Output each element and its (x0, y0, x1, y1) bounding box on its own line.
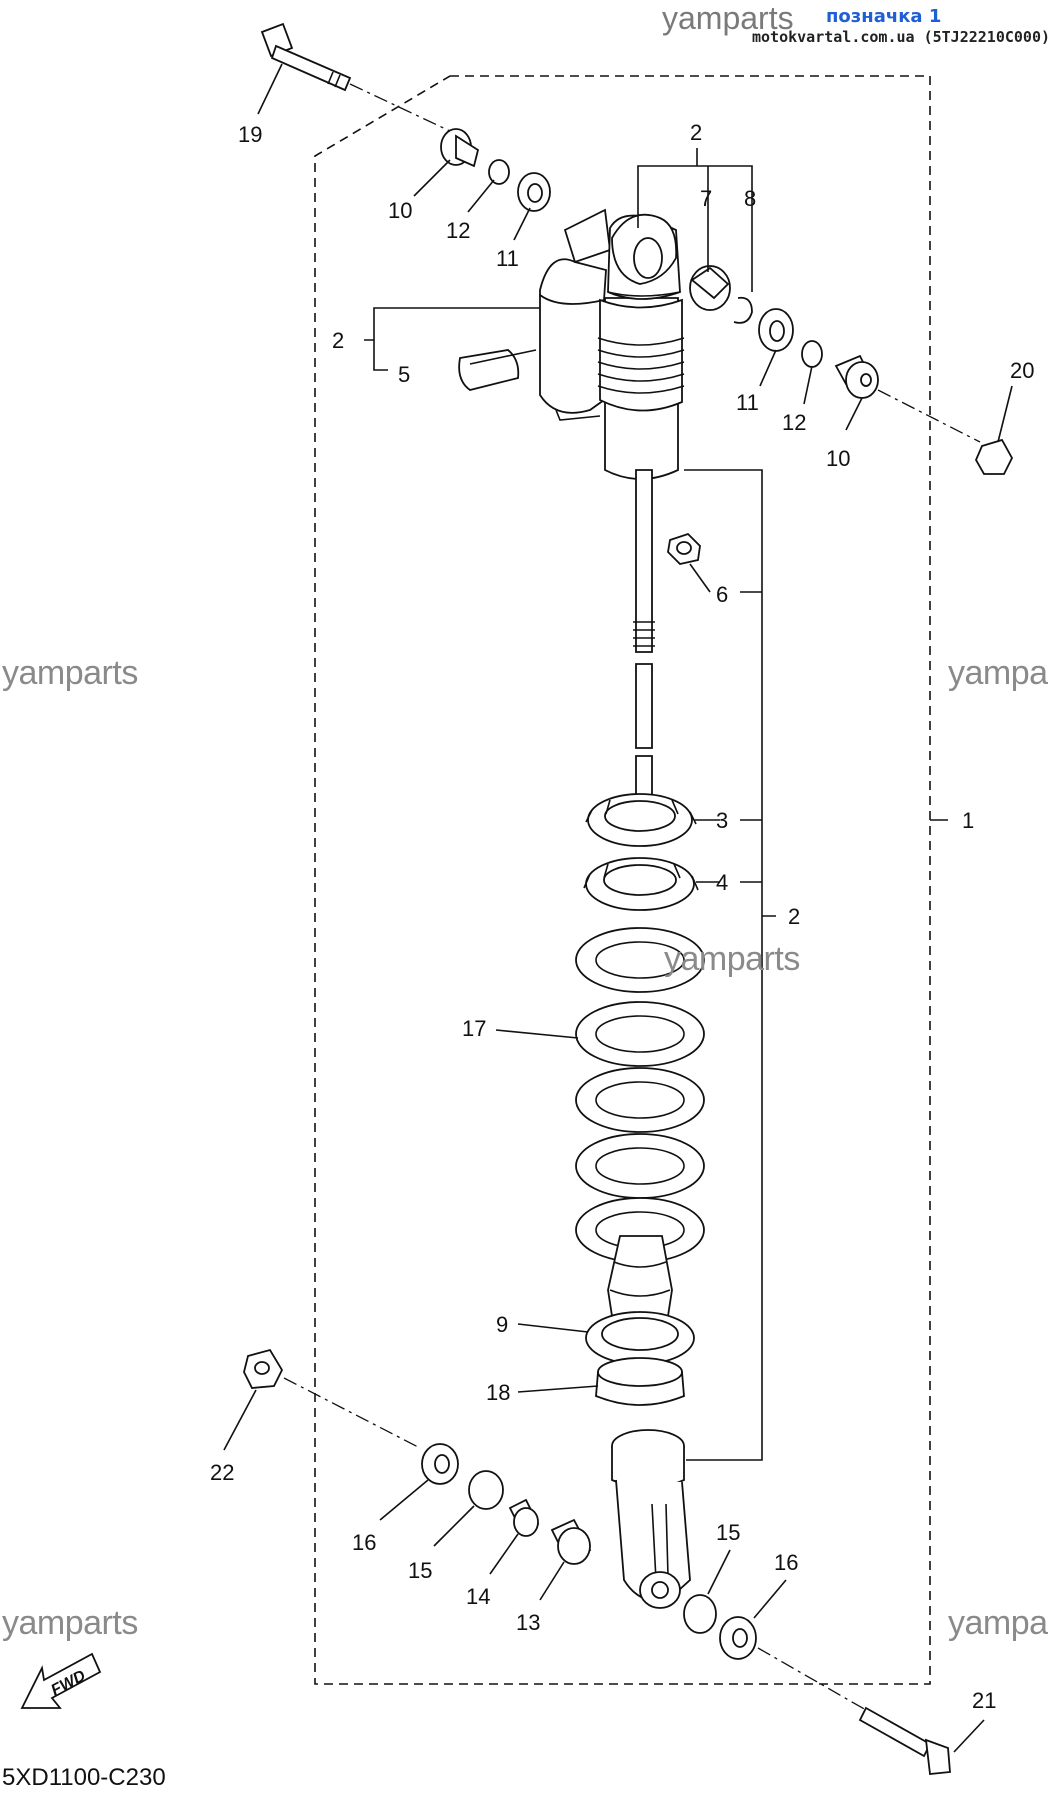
watermark-center: yamparts (664, 940, 800, 978)
lower-eye[interactable] (611, 1429, 691, 1609)
callout-7[interactable]: 7 (700, 186, 712, 211)
group-2-bracket (684, 469, 776, 1461)
callout-22[interactable]: 22 (210, 1460, 234, 1485)
callout-21[interactable]: 21 (972, 1688, 996, 1713)
bearing-13[interactable] (550, 1518, 592, 1565)
collar-14[interactable] (508, 1498, 540, 1537)
watermark-right-upper: yampa (948, 654, 1048, 692)
watermark-left-lower: yamparts (2, 1604, 138, 1642)
diagram-code: 5XD1100-C230 (2, 1764, 166, 1791)
watermark-right-lower: yampa (948, 1604, 1048, 1642)
bushing-7[interactable] (689, 265, 731, 311)
collar-15-right[interactable] (683, 1594, 717, 1634)
callout-8[interactable]: 8 (744, 186, 756, 211)
seal-16-left[interactable] (421, 1443, 459, 1485)
callout-3[interactable]: 3 (716, 808, 728, 833)
damper-body[interactable] (597, 213, 685, 480)
callout-17[interactable]: 17 (462, 1016, 486, 1041)
adjuster-4[interactable] (583, 857, 699, 911)
callout-11-right[interactable]: 11 (736, 390, 759, 415)
collar-10-top[interactable] (440, 128, 480, 168)
callout-20[interactable]: 20 (1010, 358, 1034, 383)
callout-19[interactable]: 19 (238, 122, 262, 147)
callout-15-right[interactable]: 15 (716, 1520, 740, 1545)
callout-14[interactable]: 14 (466, 1584, 490, 1609)
callout-18[interactable]: 18 (486, 1380, 510, 1405)
header-brand: yamparts (662, 0, 794, 36)
bump-stop[interactable] (607, 1235, 673, 1324)
callout-2-right[interactable]: 2 (788, 904, 800, 929)
callout-16-right[interactable]: 16 (774, 1550, 798, 1575)
collar-15-left[interactable] (468, 1470, 504, 1510)
header-badge[interactable]: позначка 1 (826, 6, 942, 27)
bolt-19[interactable] (260, 22, 352, 92)
callout-5[interactable]: 5 (398, 362, 410, 387)
callout-9[interactable]: 9 (496, 1312, 508, 1337)
callout-6[interactable]: 6 (716, 582, 728, 607)
callout-2-left[interactable]: 2 (332, 328, 344, 353)
callout-12-right[interactable]: 12 (782, 410, 806, 435)
callout-16-left[interactable]: 16 (352, 1530, 376, 1555)
nut-22[interactable] (243, 1348, 284, 1389)
seal-11-right[interactable] (758, 308, 794, 352)
callout-2-top[interactable]: 2 (690, 120, 702, 145)
nut-20[interactable] (974, 438, 1014, 475)
spring-seat-9[interactable] (585, 1311, 695, 1365)
bolt-21[interactable] (858, 1706, 951, 1775)
callout-1[interactable]: 1 (962, 808, 974, 833)
watermark-left-upper: yamparts (2, 654, 138, 692)
callout-10-right[interactable]: 10 (826, 446, 850, 471)
callout-10-top[interactable]: 10 (388, 198, 412, 223)
nut-6[interactable] (667, 532, 701, 565)
callout-13[interactable]: 13 (516, 1610, 540, 1635)
callout-15-left[interactable]: 15 (408, 1558, 432, 1583)
oring-12-top[interactable] (488, 159, 510, 185)
fwd-arrow-icon: FWD (20, 1652, 102, 1709)
seal-16-right[interactable] (719, 1616, 757, 1660)
oring-12-right[interactable] (801, 340, 823, 368)
callout-4[interactable]: 4 (716, 870, 728, 895)
clip-8[interactable] (733, 296, 753, 324)
piston-rod[interactable] (633, 469, 655, 813)
reservoir[interactable] (458, 208, 611, 421)
seal-11-top[interactable] (517, 172, 551, 212)
callout-11-top[interactable]: 11 (496, 246, 519, 271)
callout-12-top[interactable]: 12 (446, 218, 470, 243)
header-site[interactable]: motokvartal.com.ua (5TJ22210C000) (752, 28, 1051, 46)
collar-10-right[interactable] (834, 354, 879, 399)
locknut-3[interactable] (585, 793, 697, 847)
spring-17[interactable] (575, 927, 705, 1263)
spring-guide-18[interactable] (595, 1357, 685, 1406)
